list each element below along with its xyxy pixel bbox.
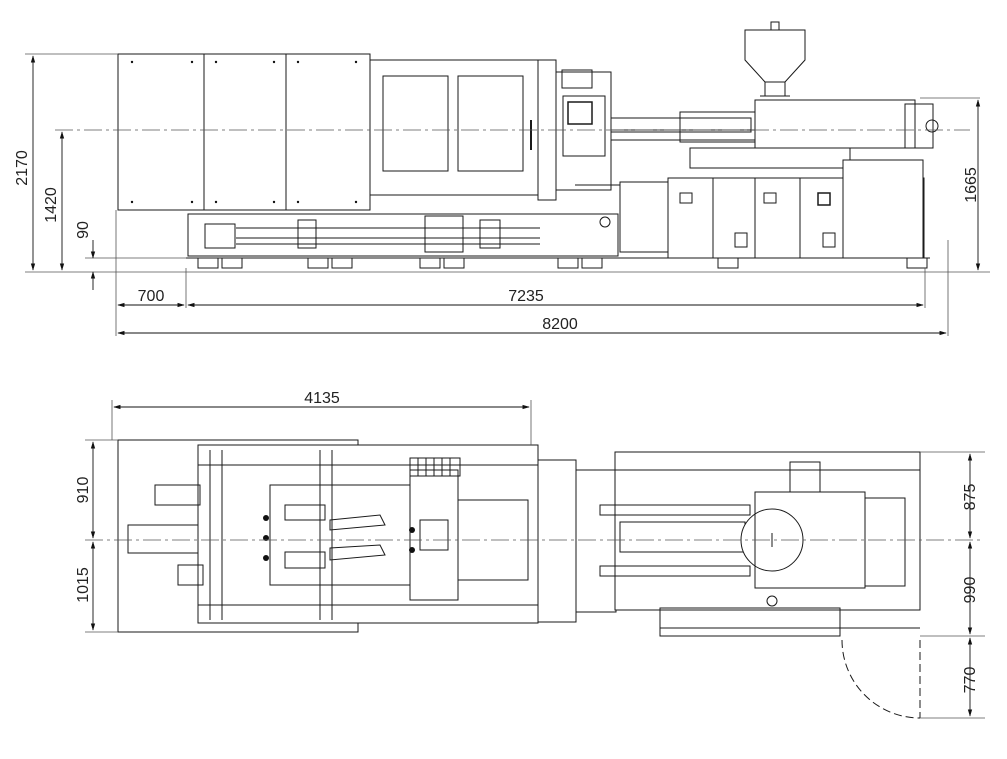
dim-rear-half-width: 910 [75, 477, 92, 504]
door-swing-arc [841, 639, 921, 719]
top-dimension-labels: 4135 910 1015 875 990 770 [75, 390, 979, 693]
control-panel [555, 69, 620, 191]
dim-right-lower-width: 990 [962, 577, 979, 604]
clamp-guard [117, 439, 539, 633]
dim-front-half-width: 1015 [75, 567, 92, 603]
side-view [117, 21, 939, 269]
side-centerlines [25, 53, 990, 336]
hopper [744, 29, 806, 83]
top-platen [537, 459, 617, 623]
side-dimensions [30, 55, 981, 336]
dim-hopper-height: 1665 [963, 167, 980, 203]
safety-guard [117, 53, 557, 211]
dim-frame-length: 7235 [508, 288, 544, 305]
top-centerlines [85, 400, 985, 719]
injection-carriage-top [599, 451, 921, 637]
dim-total-length: 8200 [542, 316, 578, 333]
dim-clamp-length: 4135 [304, 390, 340, 407]
dim-door-swing: 770 [962, 667, 979, 694]
dim-base-height: 90 [75, 221, 92, 239]
top-dimensions [90, 404, 973, 717]
dim-center-height: 1420 [43, 187, 60, 223]
dim-overall-height: 2170 [14, 150, 31, 186]
side-dimension-labels: 2170 1420 90 1665 700 7235 8200 [14, 150, 980, 333]
valve-block [409, 457, 461, 477]
machine-base [186, 213, 930, 269]
dim-right-upper-width: 875 [962, 484, 979, 511]
injection-unit [610, 21, 939, 169]
electrical-cabinet [619, 159, 925, 259]
top-view [117, 439, 921, 719]
leveling-feet [197, 257, 928, 269]
dim-front-overhang: 700 [138, 288, 165, 305]
